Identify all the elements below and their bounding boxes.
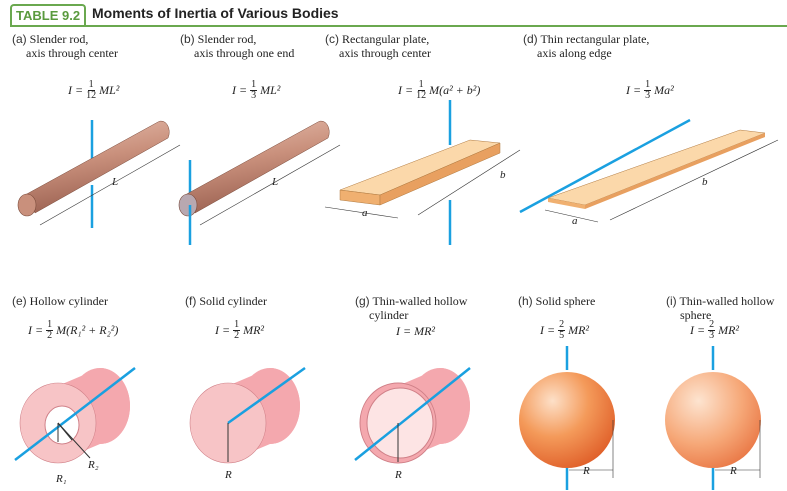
rod-end-diagram: L xyxy=(178,120,341,245)
width-label: a xyxy=(362,207,368,219)
table-header: TABLE 9.2 Moments of Inertia of Various … xyxy=(10,4,787,27)
width-label: a xyxy=(572,215,578,227)
label-d: (d) Thin rectangular plate,axis along ed… xyxy=(523,32,650,60)
label-a: (a) Slender rod,axis through center xyxy=(12,32,118,60)
radius-label: R xyxy=(394,469,402,481)
hollow-sphere-diagram: R xyxy=(665,346,761,490)
label-f: (f) Solid cylinder xyxy=(185,294,267,308)
label-b: (b) Slender rod,axis through one end xyxy=(180,32,295,60)
label-h: (h) Solid sphere xyxy=(518,294,596,308)
length-label: L xyxy=(111,176,118,188)
solid-sphere-diagram: R xyxy=(519,346,615,490)
inner-radius-label: R₁ xyxy=(55,473,67,485)
formula-g: I =MR² xyxy=(396,324,436,338)
radius-label: R xyxy=(729,465,737,477)
hollow-cylinder-diagram: R₁ R₂ xyxy=(14,367,136,485)
table-number: TABLE 9.2 xyxy=(10,4,87,25)
rod-center-diagram: L xyxy=(17,120,181,228)
outer-radius-label: R₂ xyxy=(87,459,99,471)
table-title: Moments of Inertia of Various Bodies xyxy=(92,5,339,21)
radius-label: R xyxy=(582,465,590,477)
label-c: (c) Rectangular plate,axis through cente… xyxy=(325,32,431,60)
label-e: (e) Hollow cylinder xyxy=(12,294,108,308)
radius-label: R xyxy=(224,469,232,481)
solid-cylinder-diagram: R xyxy=(189,366,306,481)
length-label: L xyxy=(271,176,278,188)
plate-edge-diagram: a b xyxy=(519,118,779,227)
thin-cylinder-diagram: R xyxy=(354,367,471,481)
plate-center-diagram: a b xyxy=(324,100,521,245)
length-label: b xyxy=(500,169,506,181)
length-label: b xyxy=(702,176,708,188)
